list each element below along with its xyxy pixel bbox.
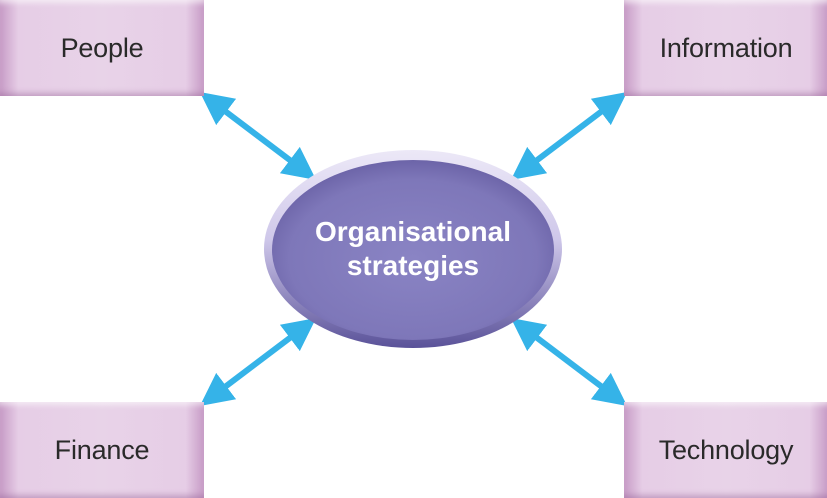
node-people-label: People: [60, 32, 144, 63]
node-finance-label: Finance: [54, 434, 150, 465]
center-label-line1: Organisational: [314, 216, 512, 247]
node-information: Information: [624, 0, 827, 96]
arrow-information: [510, 92, 628, 180]
arrow-people: [199, 92, 317, 180]
arrow-finance: [199, 318, 317, 406]
arrow-technology: [510, 318, 628, 406]
center-ellipse: [264, 150, 562, 348]
node-people: People: [0, 0, 204, 96]
center-node-label: Organisational strategies: [264, 150, 562, 348]
node-finance: Finance: [0, 402, 204, 498]
center-node: Organisational strategies: [264, 150, 562, 348]
node-technology: Technology: [624, 402, 827, 498]
node-information-label: Information: [659, 32, 793, 63]
center-label-line2: strategies: [346, 250, 480, 281]
node-technology-label: Technology: [658, 434, 794, 465]
